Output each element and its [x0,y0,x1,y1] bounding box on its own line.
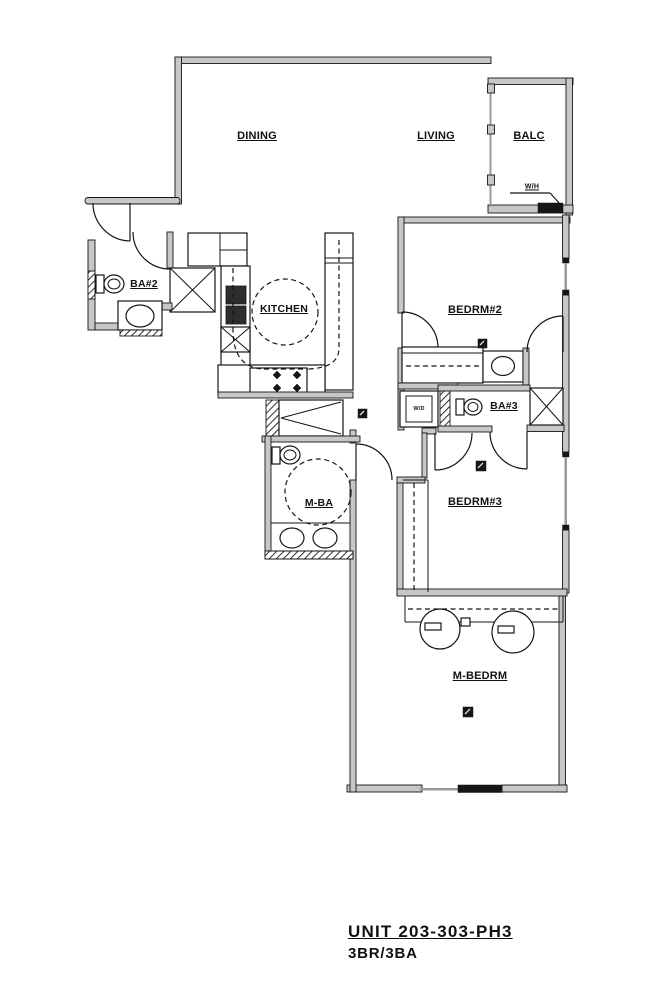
room-label-bedroom2: BEDRM#2 [448,304,502,316]
sink-hall [482,350,524,383]
room-label-bath2: BA#2 [130,278,158,290]
sink-ba2 [117,300,163,337]
master-bath-door-swing [355,443,393,481]
entry [92,202,216,313]
toilet-mba [271,445,301,465]
bath3-door-swing [489,431,528,470]
master-vanity [271,522,350,549]
kitchen-structure [187,232,354,437]
unit-subtitle: 3BR/3BA [348,945,418,962]
room-label-master-bath: M-BA [304,497,334,509]
bath2-structure [87,239,173,337]
kitchen-circle [251,278,319,346]
room-label-master-bedroom: M-BEDRM [452,670,508,682]
vestibule-door-swing [132,231,171,270]
pantry [265,399,344,437]
room-label-living: LIVING [417,130,455,142]
bedroom2-door-swing [401,311,439,349]
room-label-bath3: BA#3 [490,400,518,412]
master-bath-structure [261,435,393,560]
water-heater-label: W/H [524,183,540,191]
unit-title: UNIT 203-303-PH3 [348,922,513,941]
hall-closet-x [529,387,564,426]
bedroom3-door-swing [434,432,473,471]
washer-dryer-label: W/D [413,406,425,412]
room-label-kitchen: KITCHEN [259,303,309,315]
toilet-ba2 [95,274,125,294]
water-heater-box [537,202,564,214]
washer-dryer [399,390,439,428]
toilet-ba3 [455,398,483,416]
door-knob-symbols [357,338,488,718]
bedroom3-structure [396,432,568,597]
title-block: UNIT 203-303-PH3 3BR/3BA [348,922,513,962]
room-label-dining: DINING [237,130,277,142]
master-bath-circle [284,458,352,526]
master-bedroom-structure [404,596,564,654]
bedroom2-structure [397,216,564,431]
room-label-bedroom3: BEDRM#3 [448,496,502,508]
refrigerator [225,285,247,305]
exterior-walls [84,56,571,793]
closet-door-swing [526,315,564,353]
bedroom2-closet [401,346,484,384]
room-label-balcony: BALC [513,130,545,142]
balcony-structure [487,77,574,216]
entry-door-swing [92,202,131,242]
